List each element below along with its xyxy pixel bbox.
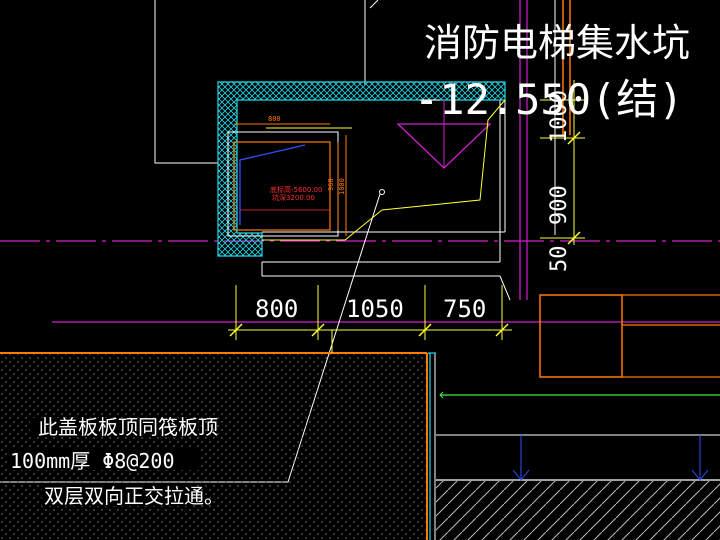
dim-label-800: 800 (255, 295, 298, 323)
note-line-2: 100mm厚 Φ8@200 (10, 449, 175, 473)
bottom-right-structure (428, 352, 720, 540)
inner-label-pit-depth: 坑深3200.00 (272, 193, 315, 202)
axis-lines-magenta (0, 0, 720, 323)
dim-label-1000: 1000 (547, 90, 572, 143)
dim-label-900: 900 (547, 185, 572, 225)
inner-dim-height-a: 1000 (338, 178, 346, 195)
dim-label-1050: 1050 (346, 295, 404, 323)
dim-label-50: 50 (547, 246, 572, 273)
pit-wall-hatched (217, 81, 506, 257)
note-line-1: 此盖板板顶同筏板顶 (38, 415, 218, 439)
sump-triangle (396, 99, 492, 169)
wall-outline-white (154, 0, 556, 301)
dim-label-750: 750 (443, 295, 486, 323)
dimension-chain-vertical: 1000 900 50 (540, 80, 585, 272)
inner-label-bottom-elevation: 底标高-5600.00 (270, 185, 322, 194)
drawing-elevation: -12.550(结) (414, 75, 684, 124)
inner-dim-width: 800 (268, 115, 281, 123)
slab-region (0, 330, 428, 540)
beam-lines-orange (539, 0, 720, 378)
note-line-3: 双层双向正交拉通。 (44, 484, 224, 508)
inner-dim-height-b: 960 (327, 178, 335, 191)
dimension-chain-horizontal: 800 1050 750 (228, 285, 512, 340)
slab-note: 此盖板板顶同筏板顶 100mm厚 Φ8@200 双层双向正交拉通。 (8, 415, 224, 508)
title-block: 消防电梯集水坑 -12.550(结) (414, 21, 690, 124)
pit-outline-yellow (262, 99, 506, 241)
drawing-title: 消防电梯集水坑 (424, 21, 690, 65)
inner-pit-detail: 800 1000 960 底标高-5600.00 坑深3200.00 (227, 115, 347, 237)
